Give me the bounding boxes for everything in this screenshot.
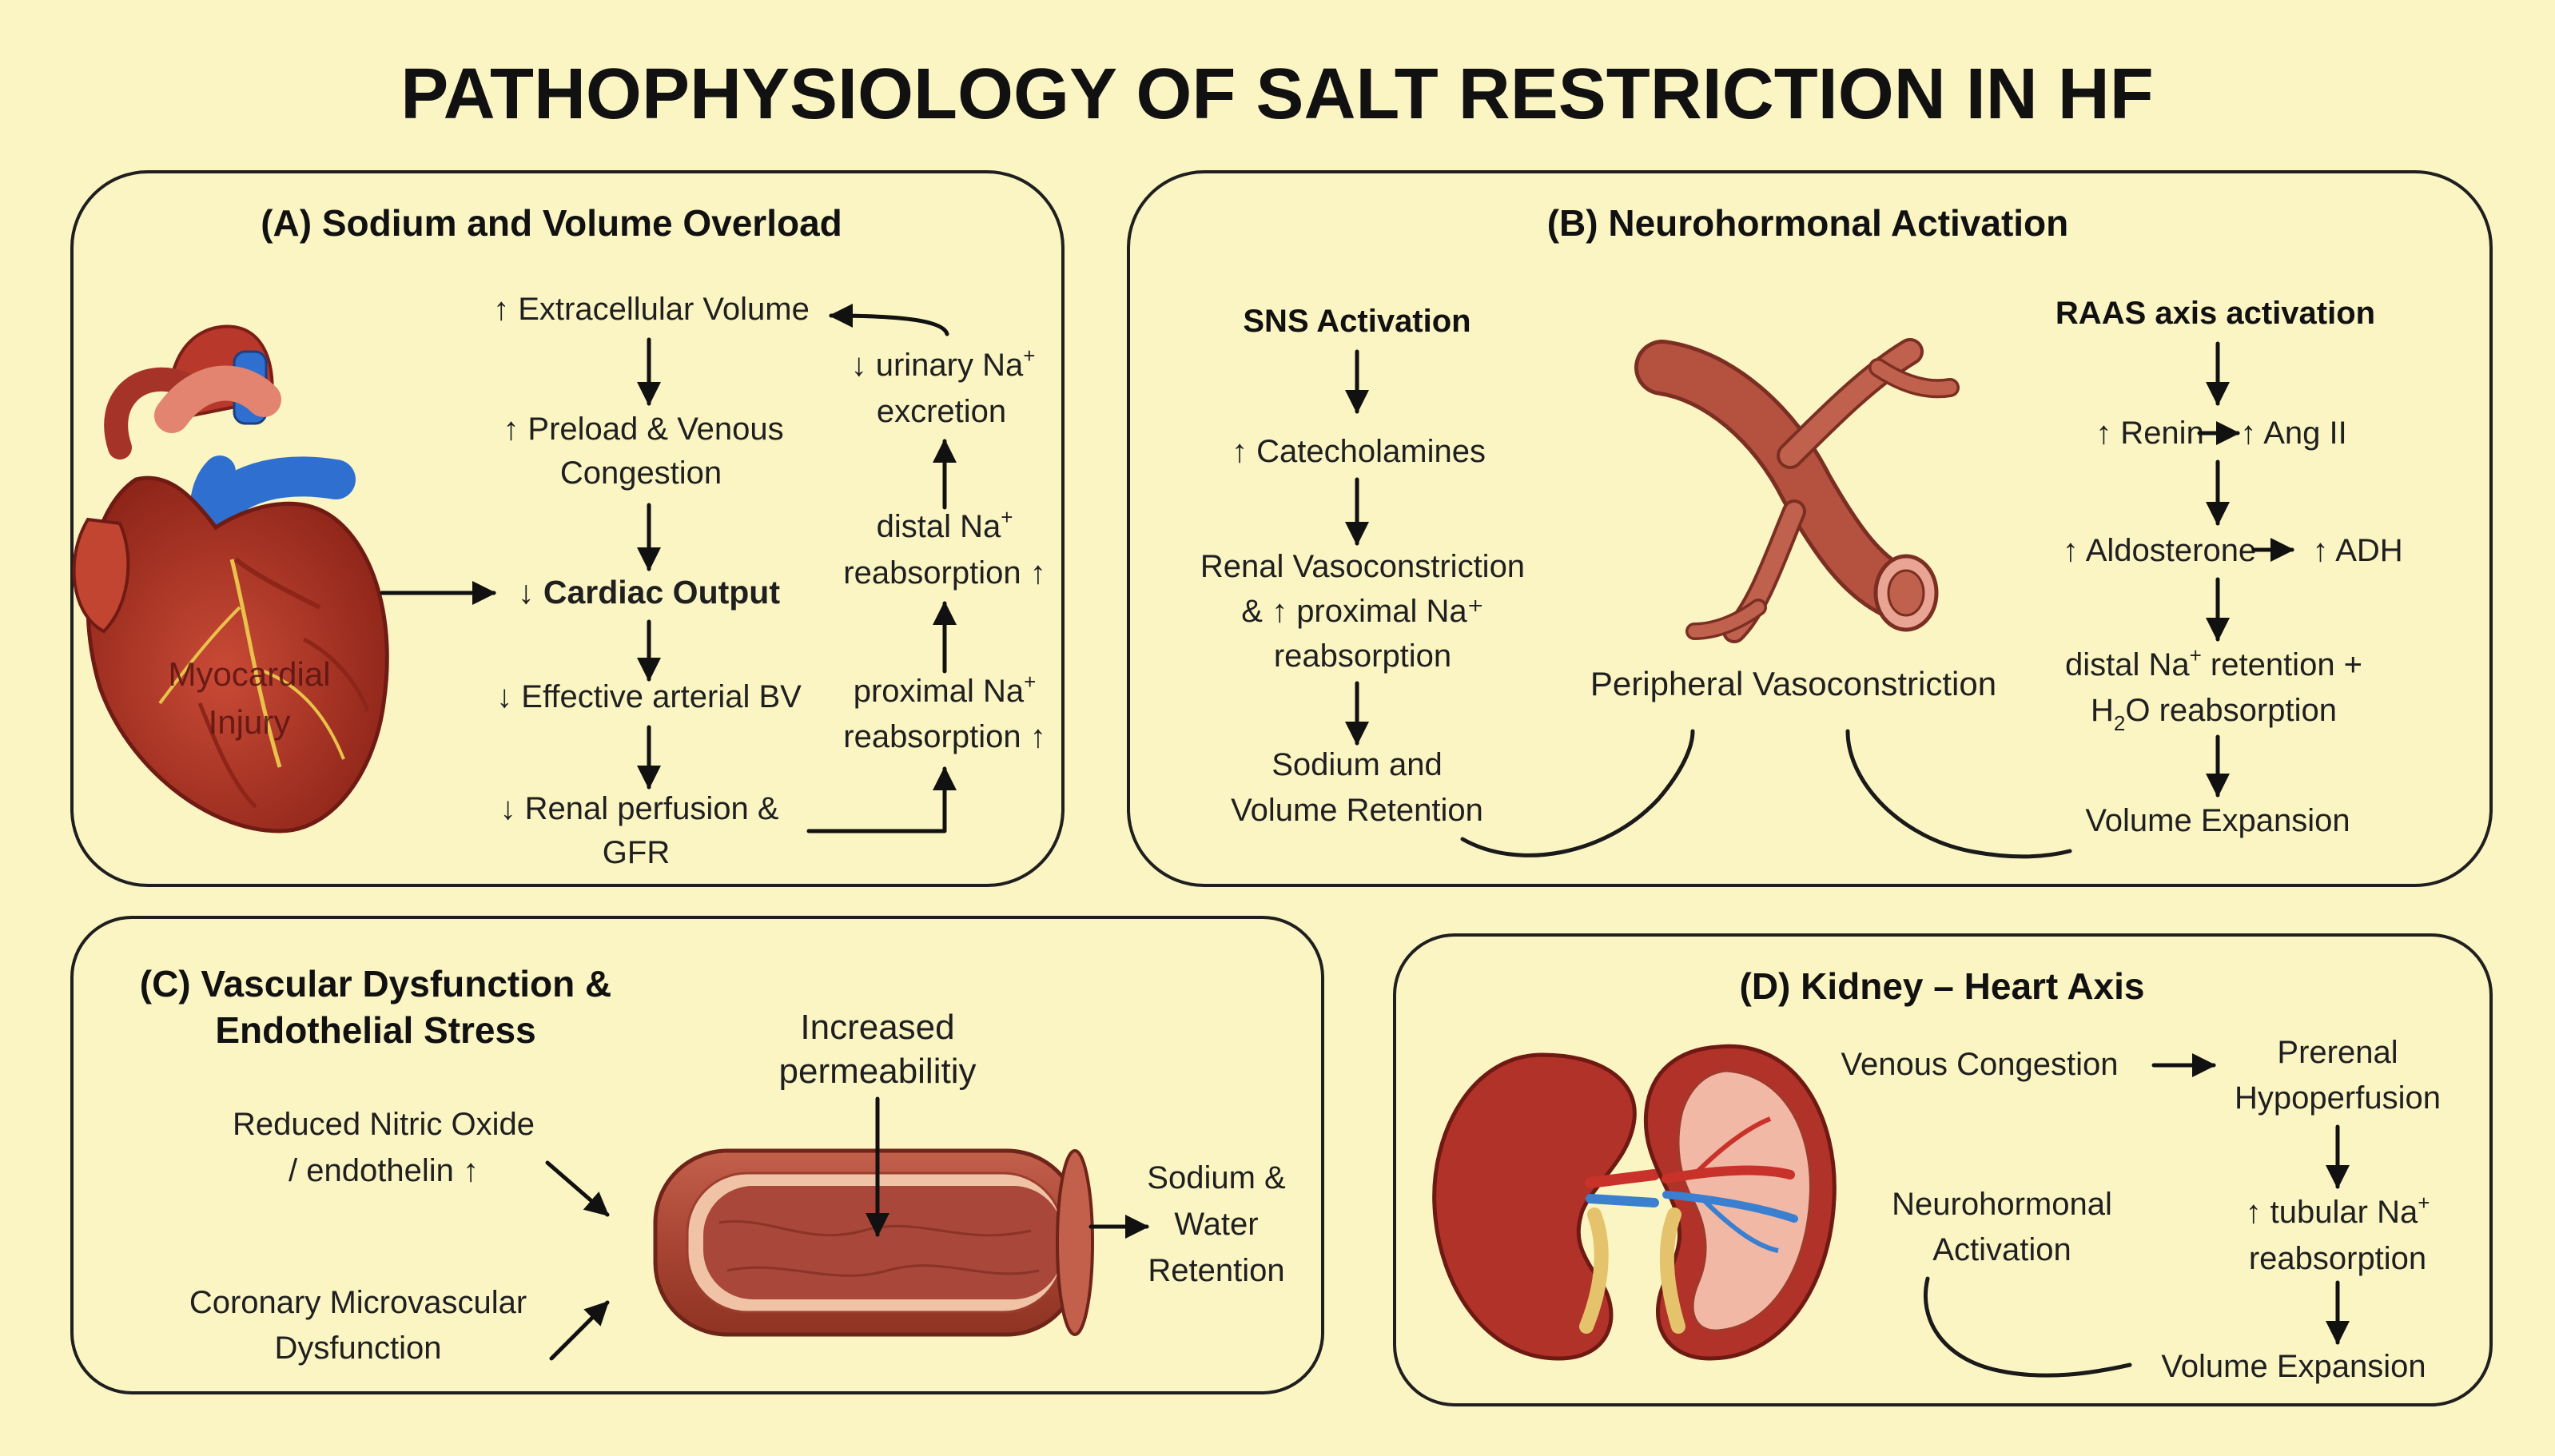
c-input-1-line2: / endothelin ↑ <box>289 1153 479 1188</box>
c-output-line1: Sodium & <box>1147 1160 1286 1195</box>
sns-step-2-line3: reabsorption <box>1274 638 1451 674</box>
panel-c: (C) Vascular Dysfunction & Endothelial S… <box>70 916 1324 1394</box>
d-neuro-line2: Activation <box>1932 1232 2071 1267</box>
raas-step-2-left: ↑ Aldosterone <box>2063 533 2256 568</box>
a-main-step-2-line1: ↑ Preload & Venous <box>503 412 783 447</box>
panel-a: (A) Sodium and Volume Overload Myocardia… <box>70 170 1065 887</box>
a-main-step-5-line1: ↓ Renal perfusion & <box>499 791 778 826</box>
a-side-step-urinary-line2: excretion <box>877 394 1006 429</box>
c-input-2-line1: Coronary Microvascular <box>189 1285 527 1320</box>
d-tubular-line1: ↑ tubular Na+ <box>2246 1191 2430 1230</box>
panel-c-title-line2: Endothelial Stress <box>215 1009 535 1051</box>
d-venous: Venous Congestion <box>1841 1047 2119 1082</box>
raas-step-3-line2: H2O reabsorption <box>2091 693 2337 735</box>
panel-a-title: (A) Sodium and Volume Overload <box>261 202 842 244</box>
heart-label-line2: Injury <box>209 703 291 741</box>
panel-b: (B) Neurohormonal Activation SNS Activat… <box>1127 170 2493 887</box>
panel-d-title: (D) Kidney – Heart Axis <box>1740 965 2145 1007</box>
b-curve-right <box>1845 729 2072 859</box>
main-title: PATHOPHYSIOLOGY OF SALT RESTRICTION IN H… <box>400 54 2153 134</box>
sns-step-2-line1: Renal Vasoconstriction <box>1200 549 1525 584</box>
c-input-2-line2: Dysfunction <box>275 1331 442 1366</box>
panel-b-title: (B) Neurohormonal Activation <box>1547 202 2069 244</box>
a-main-step-4: ↓ Effective arterial BV <box>496 679 802 714</box>
a-main-step-1: ↑ Extracellular Volume <box>493 292 810 327</box>
raas-step-4: Volume Expansion <box>2085 803 2350 838</box>
d-tubular-line2: reabsorption <box>2249 1241 2426 1276</box>
a-side-step-distal-line2: reabsorption ↑ <box>843 555 1045 591</box>
d-prerenal-line1: Prerenal <box>2277 1035 2398 1070</box>
panel-c-title-line1: (C) Vascular Dysfunction & <box>140 963 611 1004</box>
b-curve-left <box>1460 729 1695 857</box>
c-arrow-input-1 <box>545 1160 610 1217</box>
d-neuro-line1: Neurohormonal <box>1892 1187 2112 1222</box>
blood-vessel-illustration-icon <box>1634 338 1960 643</box>
a-side-step-urinary-line1: ↓ urinary Na+ <box>851 344 1036 383</box>
sns-step-2-line2: & ↑ proximal Na⁺ <box>1241 594 1483 629</box>
a-side-step-proximal-line2: reabsorption ↑ <box>843 719 1045 754</box>
vessel-label: Peripheral Vasoconstriction <box>1590 665 1996 702</box>
d-curve-neuro-to-volume <box>1923 1276 2132 1378</box>
c-output-line2: Water <box>1174 1207 1258 1242</box>
a-arrow-urinary-to-ecv <box>829 304 949 336</box>
vessel-cross-section-illustration-icon <box>653 1148 1094 1337</box>
a-side-step-proximal-line1: proximal Na+ <box>854 670 1037 709</box>
sns-step-3-line1: Sodium and <box>1272 747 1442 782</box>
a-side-step-distal-line1: distal Na+ <box>877 505 1013 544</box>
raas-step-3-line1: distal Na+ retention + <box>2065 643 2362 682</box>
c-input-1-line1: Reduced Nitric Oxide <box>233 1107 535 1142</box>
raas-title: RAAS axis activation <box>2056 296 2375 331</box>
raas-step-1-left: ↑ Renin <box>2095 416 2204 451</box>
sns-step-1: ↑ Catecholamines <box>1232 434 1486 469</box>
a-main-step-3: ↓ Cardiac Output <box>518 574 780 611</box>
a-main-step-2-line2: Congestion <box>560 455 722 491</box>
d-volume: Volume Expansion <box>2161 1349 2426 1384</box>
d-prerenal-line2: Hypoperfusion <box>2235 1080 2441 1116</box>
c-vessel-label-line1: Increased <box>800 1008 954 1047</box>
panel-d: (D) Kidney – Heart Axis Venous Congestio… <box>1393 933 2493 1406</box>
heart-illustration-icon <box>72 324 389 833</box>
sns-title: SNS Activation <box>1243 304 1471 339</box>
raas-step-1-right: ↑ Ang II <box>2240 416 2346 451</box>
a-arrow-gfr-to-proximal <box>806 766 957 833</box>
c-output-line3: Retention <box>1148 1253 1284 1288</box>
kidney-illustration-icon <box>1432 1044 1837 1361</box>
raas-step-2-right: ↑ ADH <box>2312 533 2402 568</box>
c-vessel-label-line2: permeabilitiy <box>779 1052 977 1091</box>
sns-step-3-line2: Volume Retention <box>1231 793 1483 828</box>
c-arrow-input-2 <box>549 1300 610 1361</box>
a-main-step-5-line2: GFR <box>603 835 670 870</box>
heart-label-line1: Myocardial <box>168 655 330 693</box>
